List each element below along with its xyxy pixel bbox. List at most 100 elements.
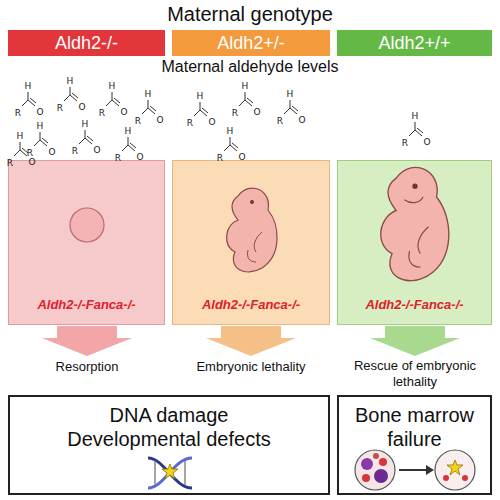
node-text: Bone marrow failure: [342, 403, 487, 451]
atom-label: O: [120, 108, 127, 117]
embryo-panel: Aldh2-/-Fanca-/-: [337, 160, 492, 325]
bond-line: [22, 100, 28, 106]
bond-line: [284, 108, 290, 114]
bond-line: [417, 128, 423, 133]
bond-line: [290, 100, 291, 108]
atom-label: R: [99, 109, 105, 118]
atom-label: O: [28, 158, 35, 167]
atom-label: H: [125, 127, 132, 136]
band-fill: [8, 30, 165, 56]
atom-label: R: [135, 117, 141, 126]
bond-line: [194, 110, 200, 116]
atom-label: R: [232, 109, 238, 118]
embryo-panel: Aldh2-/-Fanca-/-: [8, 160, 165, 325]
text-label: Maternal aldehyde levels: [100, 57, 400, 76]
atom-label: O: [36, 108, 43, 117]
atom-label: R: [115, 154, 121, 163]
block-arrow: [42, 326, 132, 356]
bond-line: [247, 98, 253, 103]
bond-line: [28, 92, 29, 100]
embryo-large: [381, 167, 449, 280]
bond-line: [87, 136, 93, 141]
bond-line: [122, 145, 128, 151]
bond-line: [245, 92, 246, 100]
atom-label: O: [156, 116, 163, 125]
panel-fill: [172, 160, 330, 325]
atom-label: H: [25, 82, 32, 91]
atom-label: H: [67, 77, 74, 86]
bond-line: [42, 138, 48, 143]
genotype-band: Aldh2+/-: [172, 30, 330, 56]
bond-line: [200, 102, 201, 110]
embryo-panel: Aldh2-/-Fanca-/-: [172, 160, 330, 325]
atom-label: H: [82, 120, 89, 129]
atom-label: O: [423, 138, 430, 147]
bond-line: [150, 106, 156, 111]
node-text: Aldh2-/-Fanca-/-: [365, 297, 463, 312]
block-arrow: [370, 326, 460, 356]
bond-line: [85, 130, 86, 138]
outcome-box: DNA damage Developmental defects: [8, 395, 330, 495]
bond-line: [148, 100, 149, 108]
text-label: Rescue of embryonic lethality: [340, 358, 490, 389]
bond-line: [114, 98, 120, 103]
bond-line: [112, 92, 113, 100]
text-label: Resorption: [12, 359, 162, 375]
bond-line: [202, 108, 208, 113]
band-fill: [337, 30, 492, 56]
bond-line: [72, 93, 78, 98]
atom-label: H: [242, 82, 249, 91]
node-text: Aldh2+/+: [378, 33, 450, 54]
node-text: DNA damage Developmental defects: [49, 403, 289, 451]
text-label: Embryonic lethality: [176, 359, 326, 375]
atom-label: R: [277, 117, 283, 126]
bond-line: [224, 145, 230, 151]
bond-line: [292, 106, 298, 111]
bond-line: [79, 138, 85, 144]
bond-line: [64, 95, 70, 101]
atom-label: O: [78, 103, 85, 112]
atom-label: R: [27, 149, 33, 158]
bond-line: [130, 143, 136, 148]
embryo: [227, 188, 277, 272]
atom-label: H: [145, 90, 152, 99]
dna-icon: [148, 458, 192, 488]
title: Maternal genotype: [0, 3, 500, 26]
atom-label: H: [109, 82, 116, 91]
atom-label: H: [17, 132, 24, 141]
band-fill: [172, 30, 330, 56]
atom-label: O: [253, 108, 260, 117]
outcome-box: Bone marrow failure: [337, 395, 492, 495]
bond-line: [230, 137, 231, 145]
panel-fill: [337, 160, 492, 325]
atom-label: R: [187, 119, 193, 128]
genotype-band: Aldh2+/+: [337, 30, 492, 56]
atom-label: O: [298, 116, 305, 125]
node-text: Aldh2+/-: [217, 33, 285, 54]
atom-label: H: [412, 112, 419, 121]
atom-label: O: [48, 148, 55, 157]
aldehyde-molecules: [14, 87, 423, 156]
bond-line: [34, 140, 40, 146]
bond-line: [128, 137, 129, 145]
panel-fill: [8, 160, 165, 325]
atom-label: R: [402, 139, 408, 148]
bond-line: [415, 122, 416, 130]
node-text: Aldh2-/-: [55, 33, 118, 54]
atom-label: O: [136, 153, 143, 162]
bond-line: [14, 150, 20, 156]
bond-line: [239, 100, 245, 106]
genotype-band: Aldh2-/-: [8, 30, 165, 56]
resorbed-embryo: [70, 208, 104, 242]
block-arrow: [206, 326, 296, 356]
bond-line: [30, 98, 36, 103]
atom-label: O: [238, 153, 245, 162]
atom-label: H: [287, 90, 294, 99]
bone-marrow-icon: [355, 450, 475, 490]
atom-label: H: [197, 92, 204, 101]
node-text: Aldh2-/-Fanca-/-: [202, 297, 300, 312]
bond-line: [232, 143, 238, 148]
bond-line: [106, 100, 112, 106]
bond-line: [142, 108, 148, 114]
bond-line: [20, 142, 21, 150]
